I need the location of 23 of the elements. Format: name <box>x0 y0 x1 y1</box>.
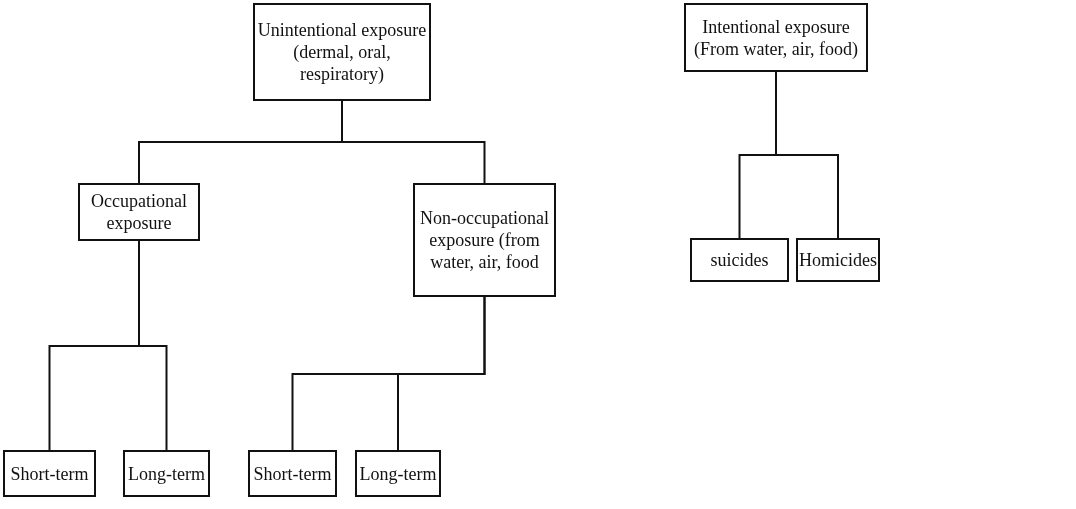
text-box <box>690 238 789 282</box>
box-label: Long-term <box>128 462 205 485</box>
text-box <box>253 3 431 101</box>
text-box <box>3 450 96 497</box>
text-box <box>355 450 441 497</box>
box-label: Short-term <box>10 462 89 485</box>
box-label: Homicides <box>799 249 877 271</box>
connector-line <box>775 71 839 239</box>
connector-line <box>397 296 486 451</box>
text-box <box>123 450 210 497</box>
text-box <box>413 183 556 297</box>
text-box <box>796 238 880 282</box>
box-label: Short-term <box>253 462 332 485</box>
box-label: Long-term <box>359 462 437 485</box>
text-box <box>78 183 200 241</box>
box-label: Occupational exposure <box>90 190 188 234</box>
box-label: Non-occupational exposure (from water, air, food <box>419 207 550 273</box>
connector-line <box>138 240 168 451</box>
box-label: Unintentional exposure (dermal, oral, respiratory) <box>256 19 428 85</box>
box-label: Intentional exposure (From water, air, food) <box>693 15 859 60</box>
text-box <box>684 3 868 72</box>
box-label: suicides <box>710 249 769 271</box>
text-box <box>248 450 337 497</box>
